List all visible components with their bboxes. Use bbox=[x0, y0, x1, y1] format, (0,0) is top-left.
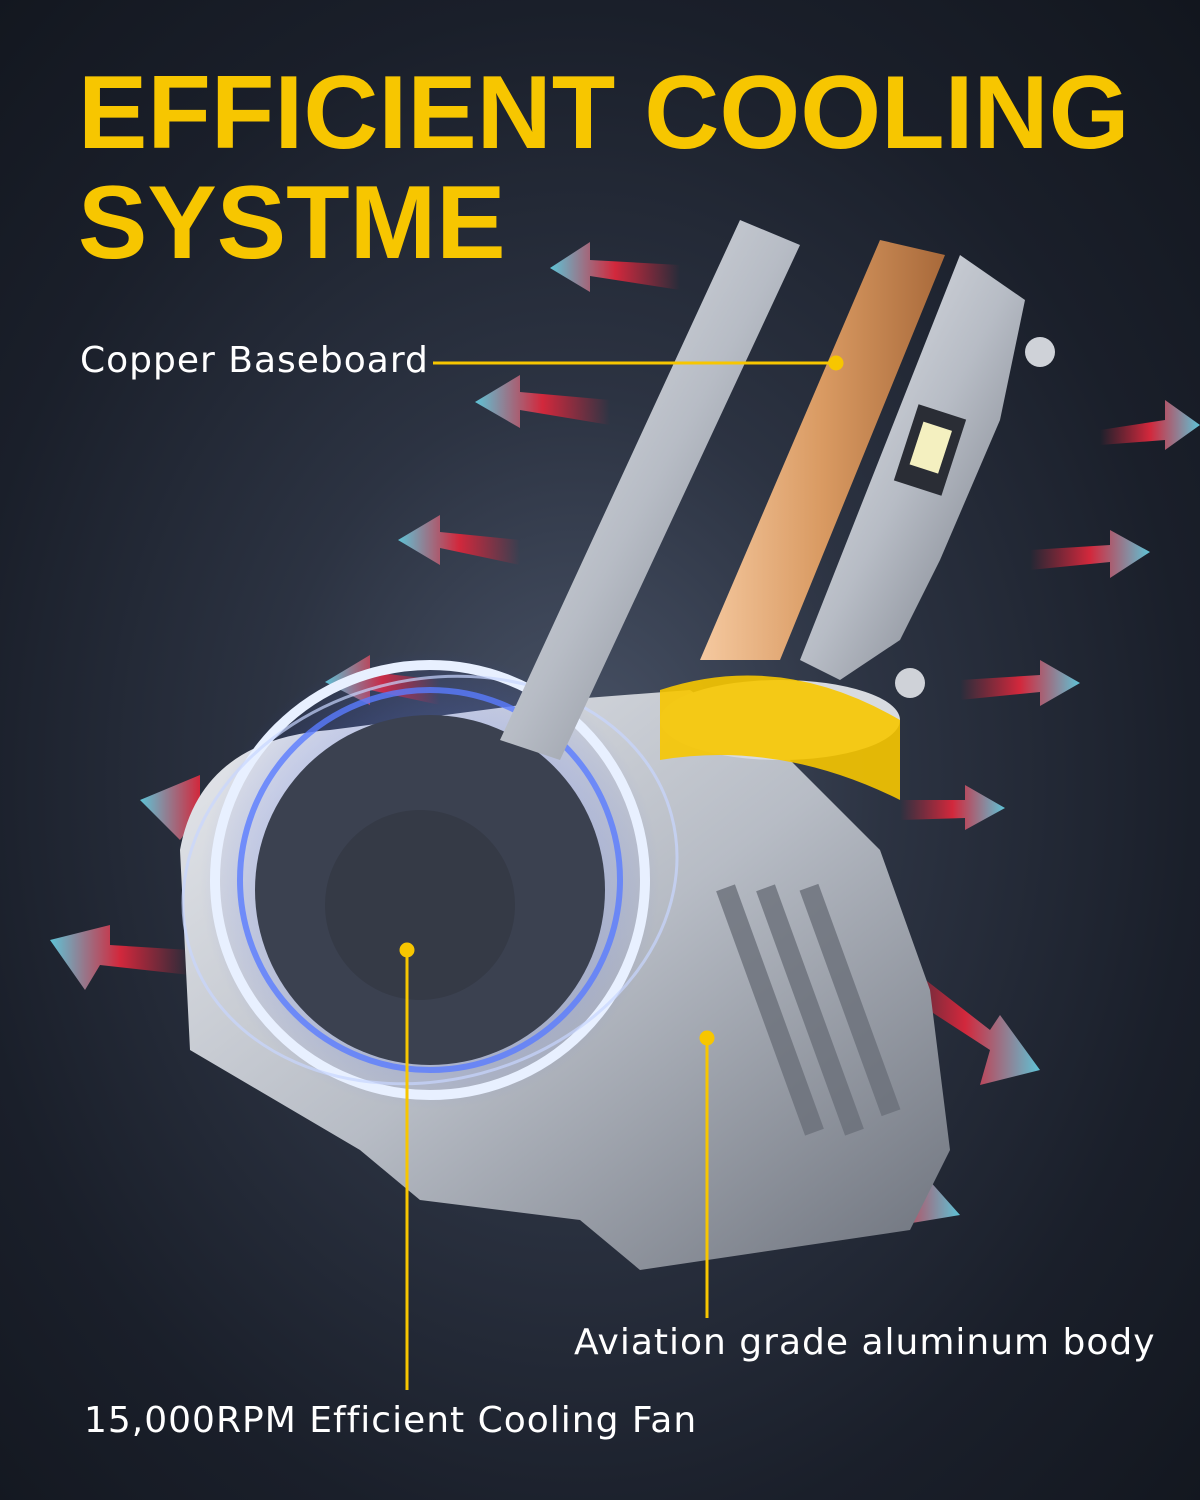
page-headline: EFFICIENT COOLING SYSTME bbox=[78, 58, 1130, 278]
copper-baseboard-label: Copper Baseboard bbox=[80, 340, 429, 381]
cooling-fan-label: 15,000RPM Efficient Cooling Fan bbox=[84, 1400, 698, 1441]
callout-lines bbox=[399, 355, 844, 1390]
aluminum-body-label: Aviation grade aluminum body bbox=[574, 1322, 1156, 1363]
led-bracket bbox=[500, 220, 1055, 760]
headline-line-2: SYSTME bbox=[78, 165, 506, 281]
headline-line-1: EFFICIENT COOLING bbox=[78, 55, 1130, 171]
cooling-fan bbox=[181, 650, 679, 1110]
